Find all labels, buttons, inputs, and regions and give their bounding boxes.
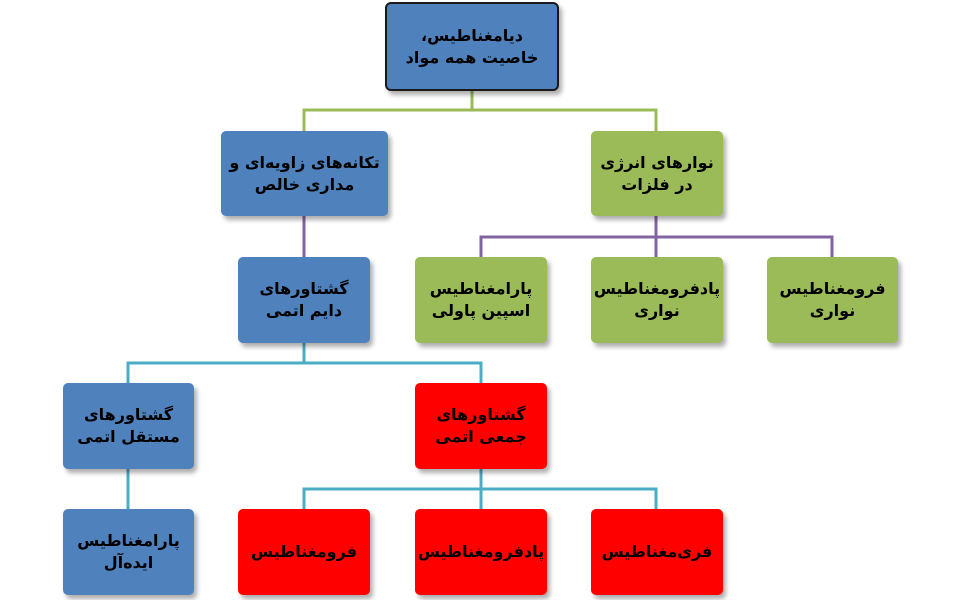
node-independent-atomic-moments-line1: گشتاورهای — [83, 405, 174, 424]
node-band-antiferromagnetism-line1: پادفرومغناطیس — [593, 279, 721, 298]
node-ideal-paramagnetism-line1: پارامغناطیس — [77, 531, 180, 550]
node-ferrimagnetism: فری‌مغناطیس — [591, 509, 723, 595]
node-net-angular-momentum-line2: مداری خالص — [254, 174, 355, 194]
node-diamagnetism: دیامغناطیس، خاصیت همه مواد — [385, 2, 559, 91]
node-collective-atomic-moments: گشتاورهای جمعی اتمی — [415, 383, 547, 469]
node-net-angular-momentum-line1: تکانه‌های زاویه‌ای و — [229, 152, 380, 172]
node-antiferromagnetism: پادفرومغناطیس — [415, 509, 547, 595]
node-band-ferromagnetism-line2: نواری — [809, 301, 856, 320]
node-pauli-paramagnetism: پارامغناطیس اسپین پاولی — [415, 257, 547, 343]
node-diamagnetism-line1: دیامغناطیس، — [421, 25, 523, 45]
node-independent-atomic-moments: گشتاورهای مستقل اتمی — [63, 383, 194, 469]
node-diamagnetism-line2: خاصیت همه مواد — [405, 47, 539, 67]
node-pauli-paramagnetism-line2: اسپین پاولی — [431, 301, 531, 320]
node-band-antiferromagnetism-line2: نواری — [634, 301, 680, 320]
node-net-angular-momentum: تکانه‌های زاویه‌ای و مداری خالص — [221, 131, 388, 216]
node-ideal-paramagnetism: پارامغناطیس ایده‌آل — [63, 509, 194, 595]
node-pauli-paramagnetism-line1: پارامغناطیس — [429, 279, 533, 298]
node-permanent-atomic-moments-line2: دایم اتمی — [265, 301, 343, 320]
node-ferrimagnetism-label: فری‌مغناطیس — [601, 542, 713, 561]
node-collective-atomic-moments-line1: گشتاورهای — [436, 405, 526, 424]
node-ideal-paramagnetism-line2: ایده‌آل — [103, 553, 154, 572]
node-energy-bands: نوارهای انرژی در فلزات — [591, 131, 723, 216]
node-energy-bands-line2: در فلزات — [621, 174, 693, 194]
node-collective-atomic-moments-line2: جمعی اتمی — [435, 427, 527, 446]
node-band-ferromagnetism-line1: فرومغناطیس — [779, 279, 886, 298]
node-ferromagnetism: فرومغناطیس — [238, 509, 370, 595]
node-energy-bands-line1: نوارهای انرژی — [600, 152, 714, 172]
node-band-ferromagnetism: فرومغناطیس نواری — [767, 257, 898, 343]
node-independent-atomic-moments-line2: مستقل اتمی — [77, 427, 180, 446]
node-permanent-atomic-moments: گشتاورهای دایم اتمی — [238, 257, 370, 343]
node-antiferromagnetism-label: پادفرومغناطیس — [417, 542, 545, 561]
node-permanent-atomic-moments-line1: گشتاورهای — [259, 279, 349, 298]
node-ferromagnetism-label: فرومغناطیس — [250, 542, 358, 561]
node-band-antiferromagnetism: پادفرومغناطیس نواری — [591, 257, 723, 343]
